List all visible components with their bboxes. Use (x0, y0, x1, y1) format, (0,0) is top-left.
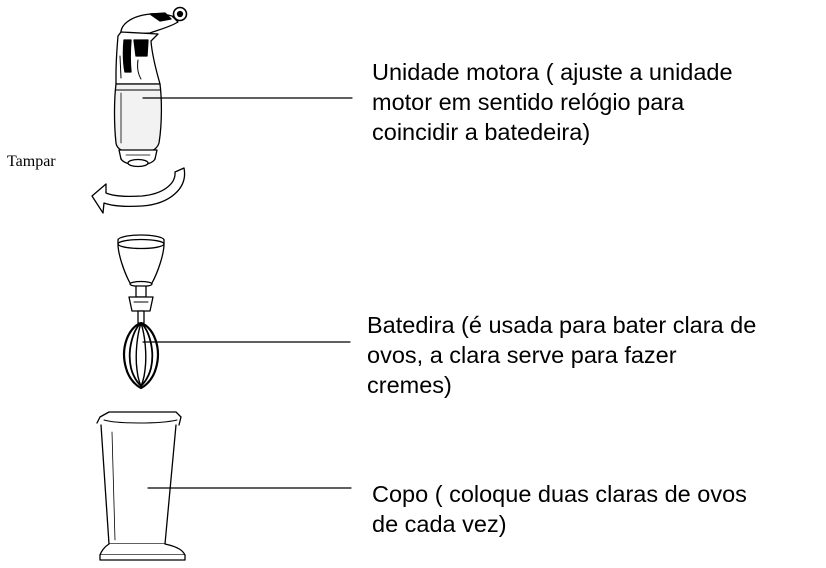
motor-unit-label: Unidade motora ( ajuste a unidade motor … (372, 59, 733, 145)
whisk-label: Batedira (é usada para bater clara de ov… (367, 312, 757, 398)
rotation-arrow-icon (91, 167, 186, 214)
twist-label: Tampar (7, 153, 56, 170)
cup-illustration (96, 411, 186, 561)
motor-unit-illustration (113, 6, 188, 168)
whisk-attachment-illustration (117, 234, 165, 390)
cup-label: Copo ( coloque duas claras de ovos de ca… (372, 481, 747, 537)
